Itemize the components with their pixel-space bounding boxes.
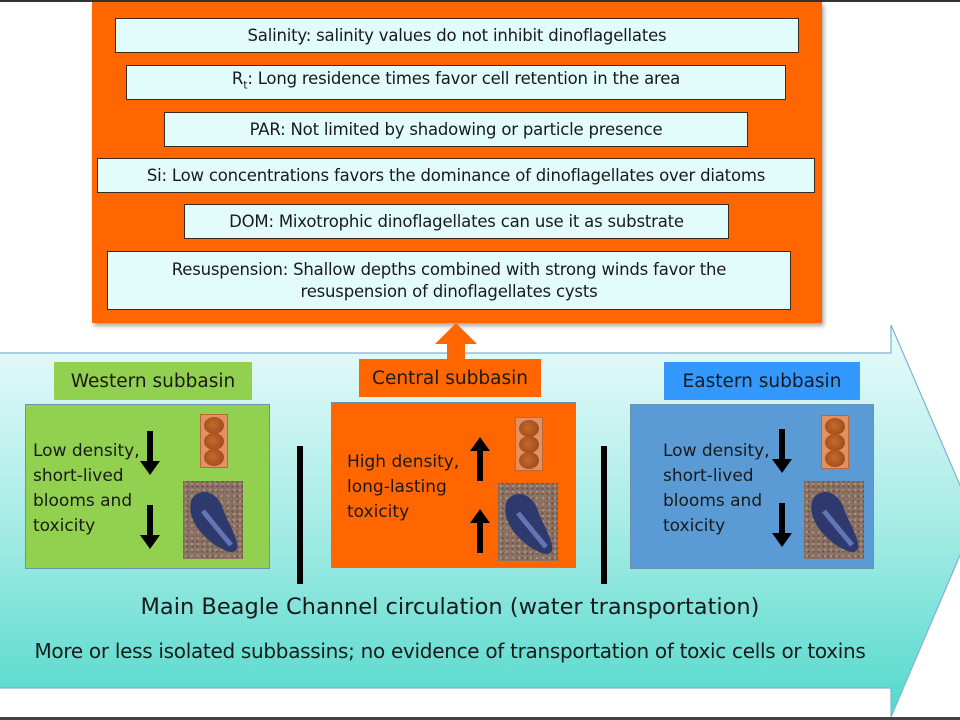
western-description: Low density, short-lived blooms and toxi… [33, 439, 140, 539]
arrow-up-icon [470, 509, 490, 553]
dinoflagellate-cyst-icon [515, 417, 543, 471]
central-line-1: High density, [347, 452, 460, 472]
western-line-1: Low density, [33, 441, 140, 461]
factor-dom-text: DOM: Mixotrophic dinoflagellates can use… [229, 211, 684, 231]
eastern-subbasin-panel: Low density, short-lived blooms and toxi… [630, 404, 874, 569]
western-subbasin-panel: Low density, short-lived blooms and toxi… [25, 404, 270, 569]
factor-resuspension-line2: resuspension of dinoflagellates cysts [300, 281, 598, 301]
eastern-line-2: short-lived [663, 466, 754, 486]
arrow-down-icon [772, 503, 792, 547]
environmental-factors-panel: Salinity: salinity values do not inhibit… [92, 2, 822, 323]
arrow-down-icon [772, 429, 792, 473]
factor-par: PAR: Not limited by shadowing or particl… [164, 112, 748, 147]
western-subbasin-label-text: Western subbasin [70, 370, 236, 392]
central-line-3: toxicity [347, 502, 410, 522]
subbasin-divider [601, 446, 607, 584]
eastern-subbasin-label-text: Eastern subbasin [682, 370, 842, 392]
arrow-up-icon [470, 437, 490, 481]
arrow-down-icon [140, 431, 160, 475]
eastern-description: Low density, short-lived blooms and toxi… [663, 439, 770, 539]
factor-silicate: Si: Low concentrations favors the domina… [97, 158, 815, 193]
residence-symbol: R [231, 69, 244, 89]
mussel-icon [498, 483, 558, 561]
central-subbasin-label: Central subbasin [359, 359, 541, 397]
residence-subscript: t [243, 78, 248, 92]
eastern-line-1: Low density, [663, 441, 770, 461]
dinoflagellate-cyst-icon [821, 415, 849, 469]
arrow-down-icon [140, 505, 160, 549]
factor-resuspension-line1: Resuspension: Shallow depths combined wi… [171, 259, 727, 279]
central-subbasin-label-text: Central subbasin [372, 367, 528, 389]
western-line-3: blooms and [33, 491, 133, 511]
central-to-factors-arrow [435, 323, 477, 369]
eastern-subbasin-label: Eastern subbasin [664, 362, 860, 400]
channel-title: Main Beagle Channel circulation (water t… [140, 594, 760, 620]
factor-salinity-text: Salinity: salinity values do not inhibit… [247, 25, 667, 45]
central-subbasin-panel: High density, long-lasting toxicity [331, 402, 576, 568]
factor-par-text: PAR: Not limited by shadowing or particl… [249, 119, 663, 139]
factor-residence-time-text: Rt: Long residence times favor cell rete… [232, 68, 680, 96]
residence-description: : Long residence times favor cell retent… [247, 69, 681, 89]
factor-resuspension: Resuspension: Shallow depths combined wi… [107, 251, 791, 310]
factor-dom: DOM: Mixotrophic dinoflagellates can use… [184, 204, 729, 239]
channel-note: More or less isolated subbassins; no evi… [34, 639, 866, 663]
factor-salinity: Salinity: salinity values do not inhibit… [115, 18, 799, 53]
dinoflagellate-cyst-icon [200, 414, 228, 468]
factor-silicate-text: Si: Low concentrations favors the domina… [146, 165, 766, 185]
western-subbasin-label: Western subbasin [54, 362, 252, 400]
western-line-2: short-lived [33, 466, 124, 486]
eastern-line-3: blooms and [663, 491, 763, 511]
factor-residence-time: Rt: Long residence times favor cell rete… [126, 65, 786, 100]
mussel-icon [804, 481, 864, 559]
central-description: High density, long-lasting toxicity [347, 450, 459, 525]
central-line-2: long-lasting [347, 477, 447, 497]
top-border [0, 0, 960, 2]
western-line-4: toxicity [33, 516, 96, 536]
mussel-icon [183, 481, 243, 559]
bottom-border [0, 717, 960, 720]
eastern-line-4: toxicity [663, 516, 726, 536]
subbasin-divider [297, 446, 303, 584]
